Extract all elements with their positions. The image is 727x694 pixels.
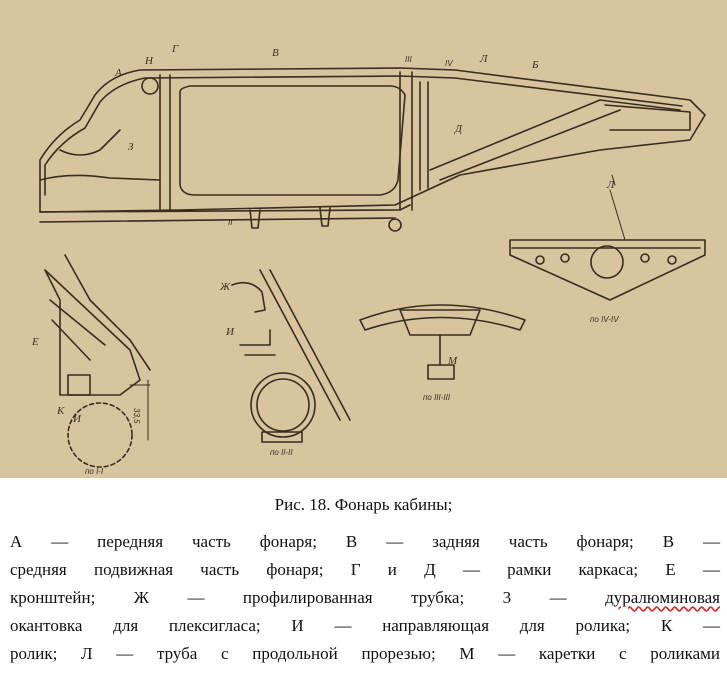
caption-line-4: окантовка для плексигласа; И — направляю… bbox=[10, 616, 720, 635]
caption-line-3: кронштейн; Ж — профилированная трубка; 3… bbox=[10, 584, 720, 612]
label-b: Б bbox=[531, 59, 539, 71]
figure-caption: А — передняя часть фонаря; В — задняя ча… bbox=[10, 528, 720, 668]
label-e: Е bbox=[31, 336, 39, 348]
technical-drawing: А Н Г В Л Б Д З Л Е К И Ж И М III IV II … bbox=[0, 0, 727, 478]
section-iii-label: по III-III bbox=[423, 393, 451, 402]
canopy-drawing-svg: А Н Г В Л Б Д З Л Е К И Ж И М III IV II … bbox=[31, 43, 706, 476]
label-d: Д bbox=[454, 123, 463, 135]
canopy-outline bbox=[39, 67, 706, 213]
label-m: М bbox=[447, 355, 458, 367]
label-h: Н bbox=[144, 55, 154, 67]
label-sec2: II bbox=[228, 218, 233, 227]
label-l-right: Л bbox=[606, 179, 615, 191]
caption-line-3-text: кронштейн; Ж — профилированная трубка; 3… bbox=[10, 588, 567, 607]
label-i: И bbox=[72, 413, 82, 425]
label-z: З bbox=[128, 141, 134, 153]
section-ii-label: по II-II bbox=[270, 448, 293, 457]
label-v: В bbox=[272, 47, 279, 59]
misspelled-word: дуралюминовая bbox=[605, 588, 720, 607]
figure-title: Рис. 18. Фонарь кабины; bbox=[274, 495, 453, 514]
label-sec4: IV bbox=[445, 59, 453, 68]
label-sec3: III bbox=[405, 55, 412, 64]
label-a: А bbox=[114, 67, 122, 79]
label-i2: И bbox=[225, 326, 235, 338]
label-l-top: Л bbox=[479, 53, 488, 65]
caption-line-1: А — передняя часть фонаря; В — задняя ча… bbox=[10, 532, 720, 551]
label-k: К bbox=[56, 405, 65, 417]
section-iv-label: по IV-IV bbox=[590, 315, 619, 324]
label-g: Г bbox=[171, 43, 179, 55]
label-zh: Ж bbox=[219, 281, 231, 293]
caption-line-2: средняя подвижная часть фонаря; Г и Д — … bbox=[10, 560, 720, 579]
caption-line-5: ролик; Л — труба с продольной прорезью; … bbox=[10, 644, 720, 663]
section-i-label: по I-I bbox=[85, 467, 104, 476]
label-dim: 33,5 bbox=[132, 408, 141, 424]
